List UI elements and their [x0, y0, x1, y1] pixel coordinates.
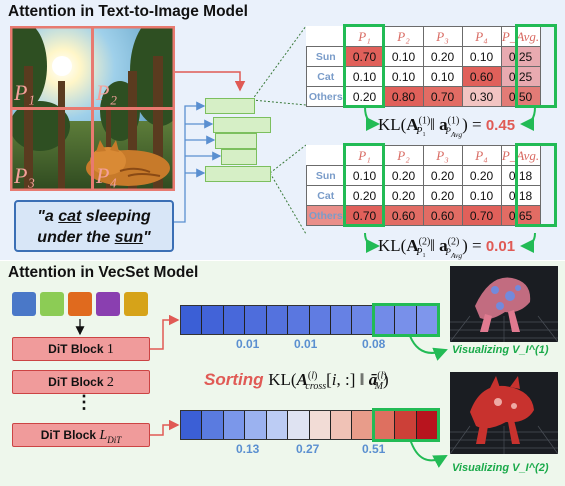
table-cell: 0.20	[383, 185, 424, 206]
sorting-word: Sorting	[204, 370, 264, 389]
ellipsis: ⋮	[75, 392, 93, 412]
visualizing-caption-1: Visualizing V_I^(1)	[452, 344, 549, 356]
col-header-p4: P₄	[461, 145, 502, 166]
table-corner	[307, 146, 346, 166]
table-cell: 0.25	[500, 46, 541, 67]
table-cell: 0.20	[344, 185, 385, 206]
token-square	[96, 292, 120, 316]
prompt-word-cat: cat	[58, 208, 82, 225]
attention-bar-2	[180, 410, 438, 440]
dit-block-last: DiT Block LDiT	[12, 423, 150, 447]
layer-block	[213, 117, 271, 133]
kl-divergence-2: KL(A(2)P₁ ‖ a(2)PAvg) = 0.01	[378, 236, 516, 261]
patch-label-p4: P₄	[96, 163, 118, 188]
table-cell: 0.10	[383, 46, 424, 67]
bottom-panel-title: Attention in VecSet Model	[8, 264, 199, 281]
table-cell: 0.18	[500, 165, 541, 186]
patch-label-p2: P₂	[96, 80, 118, 105]
table-cell: 0.20	[422, 46, 463, 67]
attention-table-2: P₁ P₂ P₃ P₄ P_Avg. Sun 0.10 0.20 0.20 0.…	[306, 145, 541, 226]
table-cell: 0.70	[461, 205, 502, 226]
layer-block	[215, 133, 257, 149]
patch-label-p1: P₁	[14, 80, 36, 105]
col-header-p3: P₃	[422, 145, 463, 166]
sleeping-cat	[86, 140, 170, 186]
token-square	[124, 292, 148, 316]
point-cloud-visualization-2	[450, 372, 558, 454]
col-header-p2: P₂	[383, 26, 424, 47]
prompt-text: sleeping under the	[37, 208, 151, 246]
highlight-top-tokens-1	[372, 303, 440, 337]
table-cell: 0.10	[461, 46, 502, 67]
patch-label-p3: P₃	[14, 163, 36, 188]
row-label: Others	[306, 86, 346, 107]
kl-divergence-1: KL(A(1)P₁ ‖ a(1)PAvg) = 0.45	[378, 115, 516, 140]
kl-value-2: 0.01	[485, 238, 516, 255]
table-cell: 0.25	[500, 66, 541, 87]
table-cell: 0.20	[422, 185, 463, 206]
table-cell: 0.80	[383, 86, 424, 107]
row-label: Sun	[306, 165, 346, 186]
col-header-pavg: P_Avg.	[500, 145, 541, 166]
attention-table-1: P₁ P₂ P₃ P₄ P_Avg. Sun 0.70 0.10 0.20 0.…	[306, 26, 541, 107]
table-cell: 0.70	[422, 86, 463, 107]
col-header-p4: P₄	[461, 26, 502, 47]
token-square	[12, 292, 36, 316]
row-label: Sun	[306, 46, 346, 67]
attention-bar-1	[180, 305, 438, 335]
row-label: Cat	[306, 185, 346, 206]
table-cell: 0.60	[383, 205, 424, 226]
highlight-column-pavg	[515, 24, 557, 108]
sorting-label: Sorting KL(A(l)cross[i, :] ‖ ā(l)M)	[204, 370, 389, 393]
bar1-tick: 0.08	[362, 337, 386, 351]
bar1-tick: 0.01	[294, 337, 318, 351]
prompt-text: "	[143, 229, 151, 246]
table-cell: 0.60	[461, 66, 502, 87]
table-cell: 0.10	[461, 185, 502, 206]
kl-value-1: 0.45	[485, 117, 516, 134]
highlight-column-p1	[343, 24, 385, 108]
token-square	[40, 292, 64, 316]
visualizing-caption-2: Visualizing V_I^(2)	[452, 462, 549, 474]
point-cloud-visualization-1	[450, 266, 558, 342]
row-label: Others	[306, 205, 346, 226]
dit-block-2: DiT Block 2	[12, 370, 150, 394]
highlight-column-p1	[343, 143, 385, 227]
prompt-box: "a cat sleeping under the sun"	[14, 200, 174, 252]
bar2-tick: 0.27	[296, 442, 320, 456]
prompt-word-sun: sun	[114, 229, 144, 246]
table-cell: 0.20	[383, 165, 424, 186]
table-cell: 0.10	[422, 66, 463, 87]
highlight-column-pavg	[515, 143, 557, 227]
bar2-tick: 0.13	[236, 442, 260, 456]
table-cell: 0.20	[422, 165, 463, 186]
table-cell: 0.60	[422, 205, 463, 226]
table-cell: 0.30	[461, 86, 502, 107]
table-cell: 0.20	[461, 165, 502, 186]
sun-icon	[52, 56, 72, 76]
dit-block-1: DiT Block 1	[12, 337, 150, 361]
bar1-tick: 0.01	[236, 337, 260, 351]
token-square	[68, 292, 92, 316]
layer-block	[221, 149, 257, 165]
top-panel-title: Attention in Text-to-Image Model	[8, 3, 248, 20]
layer-block	[205, 98, 255, 114]
generated-image	[10, 26, 175, 191]
col-header-p2: P₂	[383, 145, 424, 166]
layer-block	[205, 166, 271, 182]
table-cell: 0.10	[383, 66, 424, 87]
highlight-top-tokens-2	[372, 408, 440, 442]
table-corner	[307, 27, 346, 47]
prompt-text: "a	[37, 208, 59, 225]
bar2-tick: 0.51	[362, 442, 386, 456]
col-header-p3: P₃	[422, 26, 463, 47]
row-label: Cat	[306, 66, 346, 87]
